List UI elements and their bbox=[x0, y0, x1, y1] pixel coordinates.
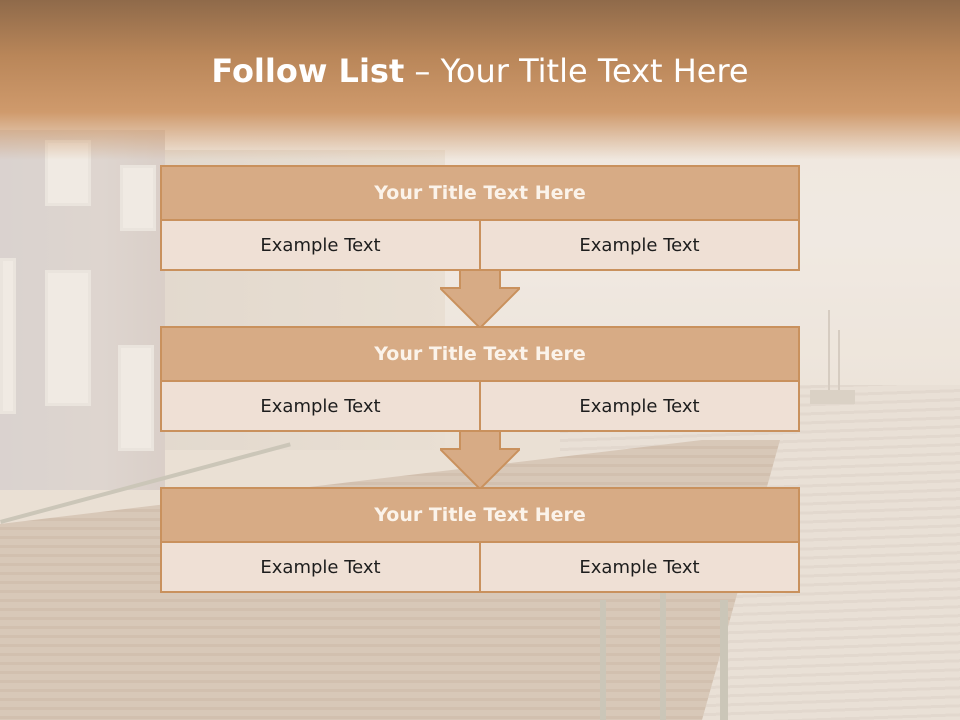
step-left-text: Example Text bbox=[160, 543, 481, 593]
step-block-2: Your Title Text Here Example Text Exampl… bbox=[160, 326, 800, 432]
title-bold: Follow List bbox=[211, 52, 405, 90]
down-arrow-icon bbox=[440, 270, 520, 330]
step-right-text: Example Text bbox=[481, 221, 800, 271]
step-right-text: Example Text bbox=[481, 382, 800, 432]
step-block-3: Your Title Text Here Example Text Exampl… bbox=[160, 487, 800, 593]
step-title: Your Title Text Here bbox=[160, 487, 800, 543]
title-rest: – Your Title Text Here bbox=[404, 52, 749, 90]
step-left-text: Example Text bbox=[160, 221, 481, 271]
down-arrow-icon bbox=[440, 431, 520, 491]
step-title: Your Title Text Here bbox=[160, 165, 800, 221]
step-left-text: Example Text bbox=[160, 382, 481, 432]
slide-title: Follow List – Your Title Text Here bbox=[0, 52, 960, 90]
step-title: Your Title Text Here bbox=[160, 326, 800, 382]
step-block-1: Your Title Text Here Example Text Exampl… bbox=[160, 165, 800, 271]
step-right-text: Example Text bbox=[481, 543, 800, 593]
